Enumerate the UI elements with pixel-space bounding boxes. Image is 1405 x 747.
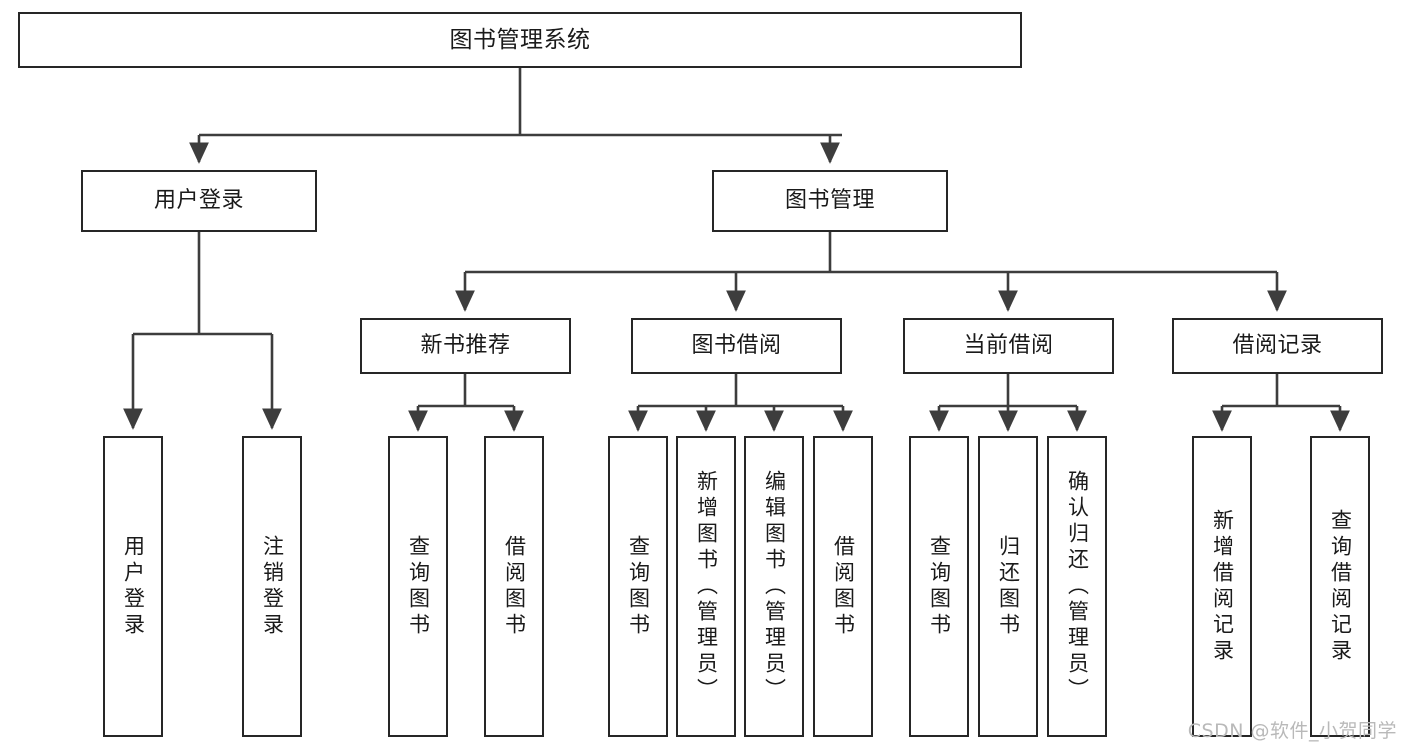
node-book-management-system[interactable]: 图书管理系统 <box>18 12 1022 68</box>
node-label: 当前借阅 <box>963 333 1054 359</box>
leaf-confirm-return-admin[interactable]: 确认归还（管理员） <box>1047 436 1107 737</box>
leaf-borrow-book[interactable]: 借阅图书 <box>813 436 873 737</box>
node-label: 注销登录 <box>260 534 285 639</box>
node-book-borrow[interactable]: 图书借阅 <box>631 318 842 374</box>
leaf-query-borrow-record[interactable]: 查询借阅记录 <box>1310 436 1370 737</box>
edges-borrow-to-leaves <box>628 374 853 432</box>
node-new-book-recommend[interactable]: 新书推荐 <box>360 318 571 374</box>
node-borrow-record[interactable]: 借阅记录 <box>1172 318 1383 374</box>
node-label: 借阅记录 <box>1232 333 1323 359</box>
leaf-add-book-admin[interactable]: 新增图书（管理员） <box>676 436 736 737</box>
leaf-edit-book-admin[interactable]: 编辑图书（管理员） <box>744 436 804 737</box>
node-label: 新增图书（管理员） <box>694 469 719 704</box>
edges-newbook-to-leaves <box>408 374 524 432</box>
node-label: 用户登录 <box>121 534 146 639</box>
edges-userlogin-to-leaves <box>123 232 282 430</box>
node-label: 查询图书 <box>927 534 952 639</box>
leaf-borrow-book-recommend[interactable]: 借阅图书 <box>484 436 544 737</box>
leaf-query-book-current[interactable]: 查询图书 <box>909 436 969 737</box>
edges-current-to-leaves <box>929 374 1087 432</box>
node-label: 查询借阅记录 <box>1328 508 1353 665</box>
node-label: 确认归还（管理员） <box>1065 469 1090 704</box>
node-label: 新增借阅记录 <box>1210 508 1235 665</box>
leaf-user-login[interactable]: 用户登录 <box>103 436 163 737</box>
leaf-logout[interactable]: 注销登录 <box>242 436 302 737</box>
node-user-login[interactable]: 用户登录 <box>81 170 317 232</box>
leaf-query-book-recommend[interactable]: 查询图书 <box>388 436 448 737</box>
node-label: 图书管理 <box>784 188 875 214</box>
edges-root-to-level2 <box>189 68 842 164</box>
node-label: 归还图书 <box>996 534 1021 639</box>
node-label: 新书推荐 <box>420 333 511 359</box>
node-label: 查询图书 <box>626 534 651 639</box>
node-label: 编辑图书（管理员） <box>762 469 787 704</box>
node-label: 图书借阅 <box>691 333 782 359</box>
leaf-return-book[interactable]: 归还图书 <box>978 436 1038 737</box>
node-label: 借阅图书 <box>502 534 527 639</box>
node-label: 用户登录 <box>153 188 244 214</box>
node-book-management[interactable]: 图书管理 <box>712 170 948 232</box>
node-label: 图书管理系统 <box>449 26 591 53</box>
node-label: 借阅图书 <box>831 534 856 639</box>
edges-record-to-leaves <box>1212 374 1350 432</box>
leaf-query-book-borrow[interactable]: 查询图书 <box>608 436 668 737</box>
leaf-add-borrow-record[interactable]: 新增借阅记录 <box>1192 436 1252 737</box>
watermark: CSDN @软件_小贺同学 <box>1187 720 1397 742</box>
node-label: 查询图书 <box>406 534 431 639</box>
edges-bookmgmt-to-level3 <box>455 232 1287 312</box>
node-current-borrow[interactable]: 当前借阅 <box>903 318 1114 374</box>
